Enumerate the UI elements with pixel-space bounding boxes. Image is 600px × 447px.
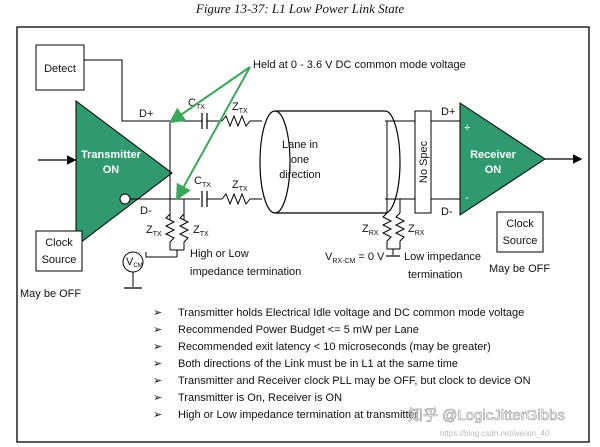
bullet-mark: ➢ [153,341,162,353]
bullet-mark: ➢ [153,375,162,387]
tx-bubble [119,193,131,205]
tx-zt-resistor-1 [164,213,176,243]
bullet-3: Both directions of the Link must be in L… [178,358,458,370]
rx-minus: - [465,192,469,204]
bullet-2: Recommended exit latency < 10 microsecon… [178,341,491,353]
watermark-text: 知乎 @LogicJitterGibbs [408,407,565,424]
rx-zr-resistor-1 [381,212,393,242]
svg-text:CTX: CTX [194,175,211,189]
rx-may-be-off: May be OFF [489,263,550,275]
receiver-label-1: Receiver [470,149,517,161]
lane-label-3: direction [279,169,321,181]
svg-text:VRX-CM = 0 V: VRX-CM = 0 V [325,251,385,265]
no-spec-box [414,110,432,214]
rx-clock-label-2: Source [503,235,538,247]
tx-dplus-label: D+ [139,108,153,120]
tx-z1-sub: TX [153,231,162,238]
no-spec-label: No Spec [418,140,430,183]
svg-text:CTX: CTX [188,97,205,111]
zr1: Z [362,223,369,235]
svg-text:ZTX: ZTX [232,179,248,193]
vrxcm-sub: RX-CM [332,258,355,265]
c2-sub: TX [202,182,211,189]
rx-clock-label-1: Clock [506,218,534,230]
bullet-5: Transmitter is On, Receiver is ON [178,392,342,404]
rx-zr-resistor-2 [394,212,406,242]
vcm-sub: CM [133,263,142,269]
bullet-list: ➢ Transmitter holds Electrical Idle volt… [153,307,531,421]
receiver-triangle [459,102,546,216]
rx-clock-source-box [496,211,544,253]
lane-label-1: Lane in [282,139,318,151]
detect-box [35,44,85,91]
svg-text:ZRX: ZRX [362,223,379,237]
vcm-label: V [126,256,134,268]
bullet-mark: ➢ [153,324,162,336]
tx-clock-source-box [35,230,83,272]
vrxcm-val: = 0 V [355,251,385,263]
outer-frame [16,26,590,443]
series-res-bottom [221,192,262,206]
bullet-1: Recommended Power Budget <= 5 mW per Lan… [178,324,419,336]
svg-text:ZTX: ZTX [232,101,248,115]
hl-term-line1: High or Low [190,248,249,260]
zt-top-sub: TX [239,108,248,115]
series-res-top [221,114,262,128]
tx-z1: Z [146,224,153,236]
lane-label-2: one [291,154,309,166]
zt-bot-sub: TX [239,186,248,193]
zr2: Z [408,223,415,235]
vrxcm-v: V [325,251,333,263]
svg-text:ZTX: ZTX [146,224,162,238]
tx-clock-label-1: Clock [45,237,73,249]
hl-term-line2: impedance termination [190,266,301,278]
bullet-mark: ➢ [153,409,162,421]
tx-clock-label-2: Source [42,254,77,266]
zr2-sub: RX [415,230,425,237]
svg-text:VCM: VCM [126,256,143,269]
bullet-mark: ➢ [153,392,162,404]
svg-text:ZTX: ZTX [193,224,209,238]
rx-plus: + [464,122,470,134]
bullet-0: Transmitter holds Electrical Idle voltag… [178,307,524,319]
detect-label: Detect [44,63,76,75]
transmitter-label-1: Transmitter [81,149,142,161]
c2-label: C [194,175,202,187]
watermark-url: https://blog.csdn.net/weixin_40 [440,429,550,438]
tx-may-be-off: May be OFF [20,288,81,300]
green-arrow-1 [168,66,251,124]
transmitter-triangle [75,100,173,248]
lane-cylinder [259,110,401,214]
bullet-mark: ➢ [153,358,162,370]
green-arrow-2 [176,66,251,201]
figure-caption: Figure 13-37: L1 Low Power Link State [195,1,405,16]
zr1-sub: RX [369,230,379,237]
svg-text:ZRX: ZRX [408,223,425,237]
zt-top: Z [232,101,239,113]
rx-dplus-label: D+ [441,106,455,118]
tx-zt-resistor-2 [178,213,190,243]
low-imp-line2: termination [408,269,462,281]
transmitter-label-2: ON [103,164,120,176]
c1-sub: TX [196,104,205,111]
rx-dminus-label: D- [441,206,453,218]
bullet-4: Transmitter and Receiver clock PLL may b… [178,375,531,387]
bullet-6: High or Low impedance termination at tra… [178,409,419,421]
low-imp-line1: Low impedance [404,251,481,263]
c1-label: C [188,97,196,109]
held-voltage-label: Held at 0 - 3.6 V DC common mode voltage [253,59,466,71]
tx-dminus-label: D- [140,205,152,217]
tx-z2-sub: TX [200,231,209,238]
receiver-label-2: ON [485,164,502,176]
bullet-mark: ➢ [153,307,162,319]
tx-z2: Z [193,224,200,236]
zt-bot: Z [232,179,239,191]
